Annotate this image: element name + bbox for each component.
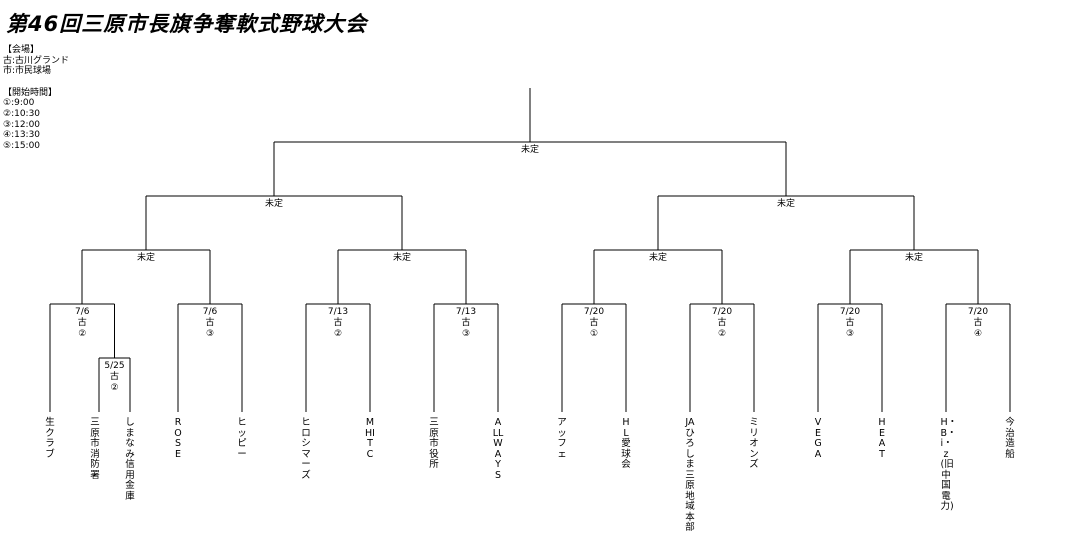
team-name: 今治造船 [1005,417,1015,460]
round1-venue: 古 [589,316,598,328]
prelim-date: 5/25 [104,361,124,371]
team-name: JAひろしま三原地域本部 [685,417,695,533]
round1-time: ② [718,329,726,339]
team-name: ミリオンズ [749,417,759,470]
team-name: アッフェ [557,417,567,460]
round1-time: ② [334,329,342,339]
round1-time: ② [78,329,86,339]
semi-label: 未定 [777,197,795,209]
quarter-label: 未定 [137,251,155,263]
quarter-label: 未定 [905,251,923,263]
team-name: ヒロシマーズ [301,417,311,481]
time-item: ②:10:30 [3,108,41,119]
round1-date: 7/20 [712,307,732,317]
round1-venue: 古 [333,316,342,328]
quarter-label: 未定 [393,251,411,263]
final-label: 未定 [521,143,539,155]
round1-time: ③ [846,329,854,339]
round1-venue: 古 [78,316,87,328]
team-name: 生クラブ [45,417,55,460]
round1-date: 7/20 [968,307,988,317]
time-item: ①:9:00 [3,98,35,109]
team-name: H・B・i・z(旧中国電力) [940,417,958,512]
team-name: ROSE [174,417,182,460]
round1-time: ④ [974,329,982,339]
time-heading: 【開始時間】 [3,87,58,98]
round1-time: ③ [206,329,214,339]
round1-venue: 古 [717,316,726,328]
time-item: ③:12:00 [3,119,41,130]
round1-date: 7/20 [840,307,860,317]
round1-venue: 古 [461,316,470,328]
team-name: しまなみ信用金庫 [125,417,135,502]
time-item: ④:13:30 [3,130,41,141]
team-name: ヒッピー [237,417,247,460]
round1-date: 7/6 [75,307,90,317]
team-name: ALLWAYS [492,417,504,481]
page-title: 第46回三原市長旗争奪軟式野球大会 [6,12,368,36]
round1-venue: 古 [205,316,214,328]
semi-label: 未定 [265,197,283,209]
time-item: ⑤:15:00 [3,140,41,151]
team-name: MHITC [365,417,375,460]
venue-heading: 【会場】 [3,45,40,55]
team-name: 三原市消防署 [90,417,100,481]
round1-time: ③ [462,329,470,339]
venue-item: 古:古川グランド [3,55,70,66]
round1-venue: 古 [973,316,982,328]
round1-time: ① [590,329,598,339]
round1-venue: 古 [845,316,854,328]
round1-date: 7/6 [203,307,218,317]
prelim-venue: 古 [110,370,119,382]
round1-date: 7/13 [328,307,348,317]
team-name: VEGA [814,417,822,460]
team-name: 三原市役所 [429,417,439,470]
prelim-time: ② [110,383,118,393]
round1-date: 7/20 [584,307,604,317]
team-name: HL愛球会 [621,417,631,470]
round1-date: 7/13 [456,307,476,317]
venue-item: 市:市民球場 [3,66,52,77]
team-name: HEAT [878,417,886,460]
info-panel: 【会場】 古:古川グランド 市:市民球場 【開始時間】 ①:9:00 ②:10:… [3,45,69,151]
quarter-label: 未定 [649,251,667,263]
